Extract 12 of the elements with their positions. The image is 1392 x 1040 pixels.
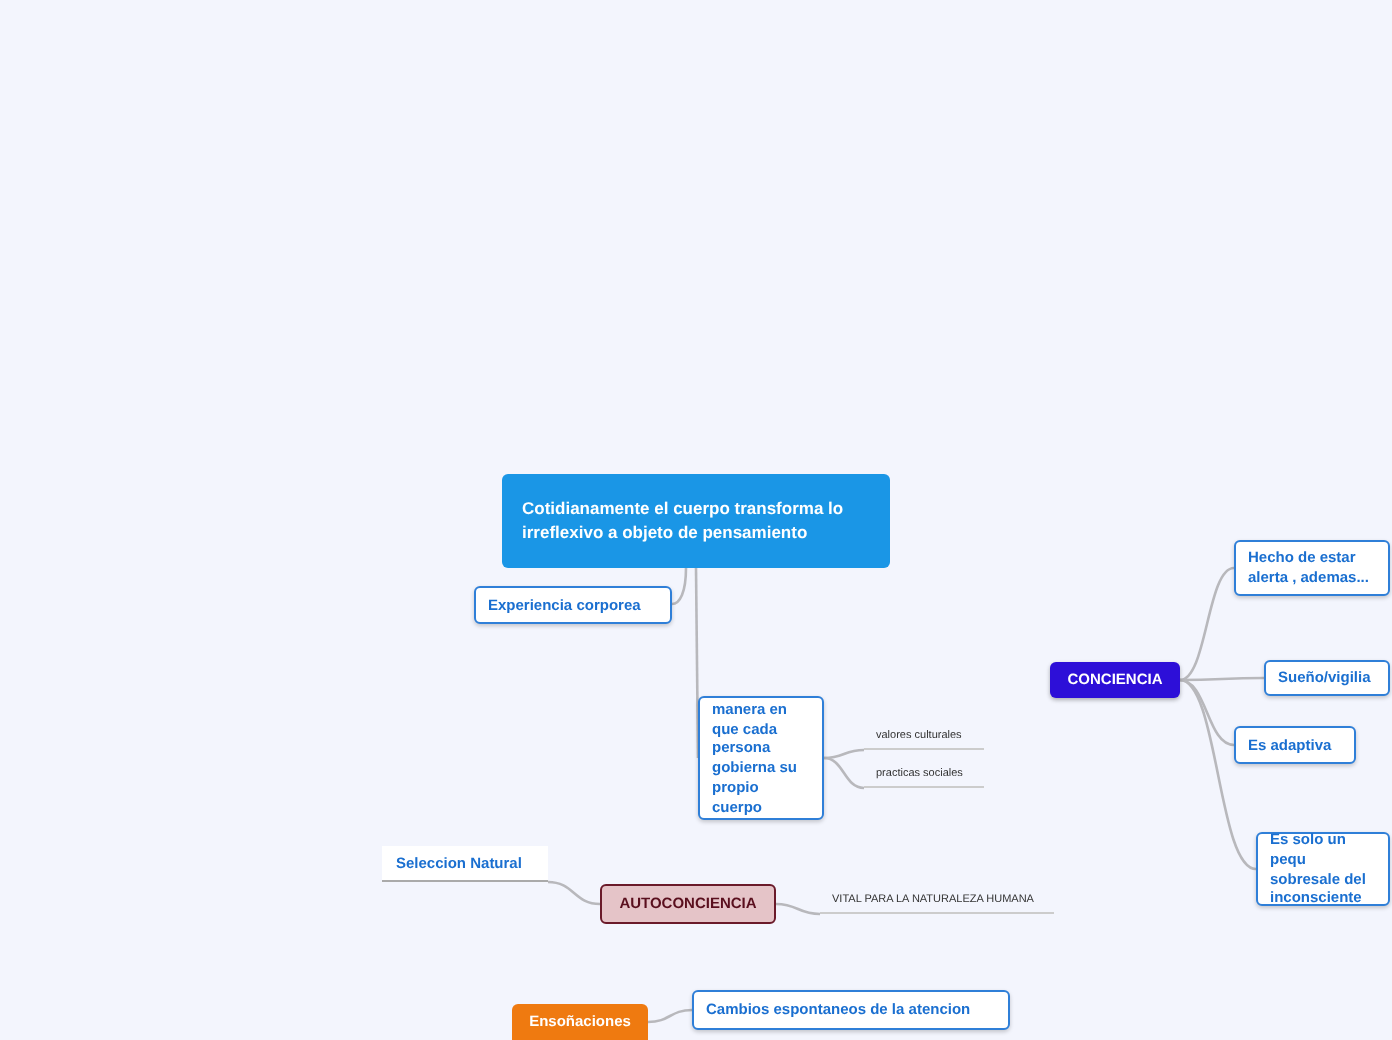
connector-line: [647, 1008, 693, 1024]
connector-line: [823, 748, 865, 760]
connector-line: [694, 568, 700, 758]
connector-line: [775, 902, 821, 916]
connector-line: [1179, 678, 1235, 747]
connector-line: [1179, 678, 1257, 871]
central-topic-box: Cotidianamente el cuerpo transforma lo irreflexivo a objeto de pensamiento: [502, 474, 890, 568]
connector-line: [1180, 676, 1264, 682]
connector-line: [1179, 566, 1235, 682]
connector-line: [671, 567, 688, 606]
connector-line: [547, 880, 601, 906]
connector-line: [823, 756, 865, 790]
